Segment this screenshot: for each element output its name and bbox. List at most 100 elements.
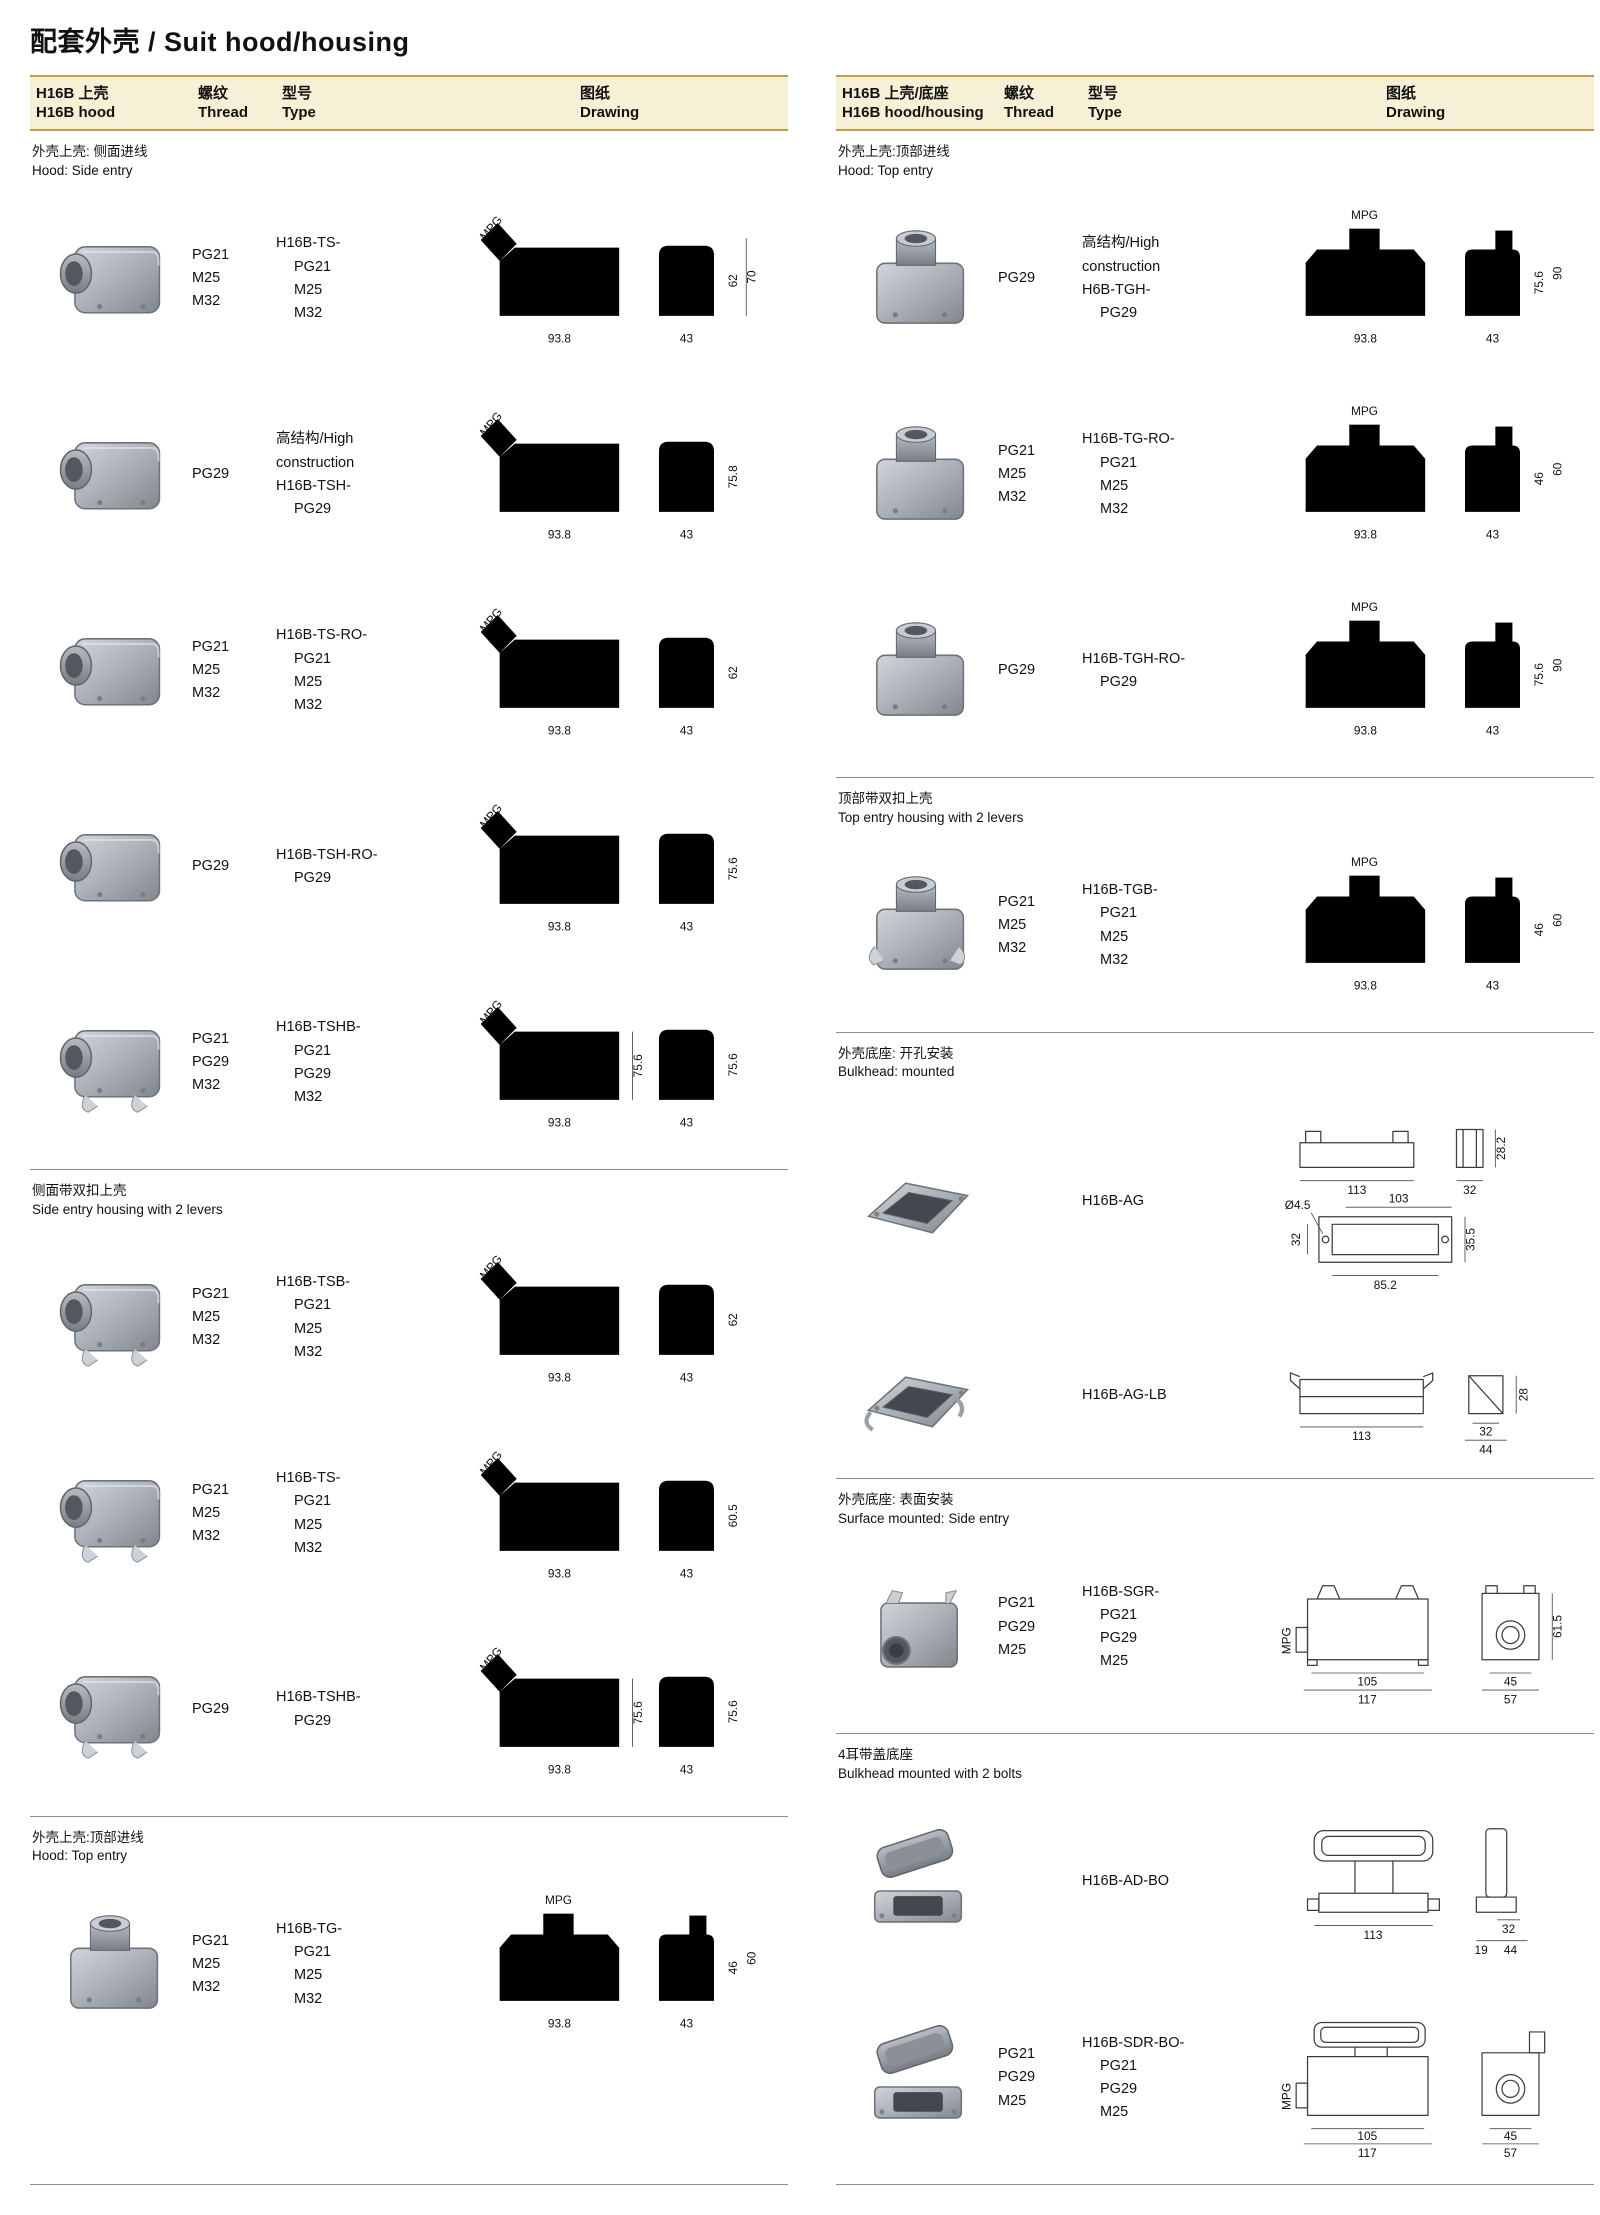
dim-label: 93.8 — [1354, 331, 1377, 345]
dim-label: 43 — [680, 1566, 694, 1580]
section-side-entry-levers: 侧面带双扣上壳 Side entry housing with 2 levers… — [30, 1168, 788, 1816]
type-value: M25 — [294, 1516, 323, 1533]
dim-label: 43 — [680, 331, 694, 345]
section-hood-top-entry: 外壳上壳:顶部进线 Hood: Top entry PG29 高结构/High … — [836, 131, 1594, 777]
type-value: M32 — [1100, 951, 1129, 968]
type-value: H16B-SGR- — [1082, 1583, 1160, 1600]
product-photo-top-hood-levers — [850, 866, 984, 985]
photo-cell — [30, 220, 192, 339]
technical-drawing-top-hood: MPG 93.8 43 75.6 90 — [1262, 600, 1565, 737]
dim-label: 70 — [745, 270, 759, 284]
thread-value: M25 — [998, 2092, 1027, 2109]
thread-value: PG29 — [998, 270, 1036, 287]
thread-value: PG29 — [192, 1700, 230, 1717]
dim-label: 32 — [1289, 1233, 1303, 1246]
type-value: H16B-AG — [1082, 1192, 1145, 1209]
dim-label: 113 — [1364, 1928, 1383, 1942]
dim-label: 93.8 — [548, 723, 571, 737]
technical-drawing-cover-base-entry: MPG 105 117 45 57 — [1279, 2022, 1546, 2161]
dim-label: 32 — [1479, 1424, 1492, 1438]
product-photo-side-hood — [44, 416, 178, 535]
type-value: M32 — [294, 1539, 323, 1556]
type-cell: H16B-AD-BO — [1082, 1870, 1262, 1893]
dim-label: 105 — [1357, 1674, 1377, 1688]
type-cell: 高结构/High construction H16B-TSH- PG29 — [276, 428, 456, 521]
dim-label: 90 — [1551, 658, 1565, 672]
technical-drawing-side-hood: MPG 93.8 43 75.6 75.6 — [477, 997, 740, 1129]
thread-value: PG29 — [192, 1054, 230, 1071]
dim-label: MPG — [1279, 2083, 1293, 2110]
thread-value: PG29 — [998, 2069, 1036, 2086]
section-title: 顶部带双扣上壳 Top entry housing with 2 levers — [838, 790, 1024, 825]
dim-label: 19 — [1475, 1943, 1489, 1957]
thread-cell: PG21 PG29 M25 — [998, 1592, 1082, 1662]
dim-label: Ø4.5 — [1285, 1198, 1311, 1212]
type-value: H16B-TG-RO- — [1082, 431, 1175, 448]
section-title: 外壳底座: 表面安装 Surface mounted: Side entry — [838, 1492, 1010, 1527]
section-bulkhead-mounted: 外壳底座: 开孔安装 Bulkhead: mounted H16B-AG — [836, 1031, 1594, 1479]
type-cell: H16B-TG- PG21 M25 M32 — [276, 1918, 456, 2011]
thread-value: PG21 — [192, 1285, 230, 1302]
thread-value: M32 — [998, 940, 1027, 957]
technical-drawing-top-hood: MPG 93.8 43 46 60 — [1262, 404, 1565, 541]
dim-label: 60.5 — [726, 1504, 740, 1527]
type-cell: H16B-TS-RO- PG21 M25 M32 — [276, 624, 456, 717]
thread-value: PG21 — [192, 639, 230, 655]
technical-drawing-bulkhead-levers: 113 32 44 28 — [1289, 1371, 1531, 1456]
technical-drawing-side-hood: MPG 93.8 43 60.5 — [477, 1448, 740, 1580]
type-value: M25 — [1100, 1653, 1129, 1670]
thread-value: PG29 — [998, 662, 1036, 679]
type-value: M25 — [294, 1320, 323, 1337]
product-row: PG29 高结构/High construction H16B-TSH- PG2… — [30, 377, 788, 573]
photo-cell — [30, 1004, 192, 1123]
product-row: PG21 M25 M32 H16B-TG-RO- PG21 M25 M32 MP… — [836, 377, 1594, 573]
drawing-cell: MPG 93.8 43 62 — [456, 596, 788, 746]
type-value: M32 — [294, 304, 323, 321]
dim-label: 75.6 — [631, 1700, 645, 1723]
dim-label: 93.8 — [548, 1762, 571, 1776]
dim-label: 75.6 — [1532, 271, 1546, 294]
thread-value: M32 — [192, 1332, 221, 1349]
section-title: 外壳上壳: 侧面进线 Hood: Side entry — [32, 144, 148, 178]
dim-label: 93.8 — [1354, 978, 1377, 992]
type-value: M32 — [294, 1343, 323, 1360]
dim-label: MPG — [1351, 855, 1378, 869]
section-surface-mounted: 外壳底座: 表面安装 Surface mounted: Side entry P… — [836, 1478, 1594, 1733]
technical-drawing-side-hood: MPG 93.8 43 75.8 — [477, 409, 740, 541]
dim-label: MPG — [1351, 208, 1378, 222]
type-cell: H16B-TSHB- PG21 PG29 M32 — [276, 1016, 456, 1109]
drawing-cell: MPG 93.8 43 75.6 90 — [1262, 596, 1594, 746]
drawing-cell: MPG 93.8 43 46 60 — [1262, 400, 1594, 550]
type-value: PG21 — [294, 1493, 332, 1510]
thread-value: PG21 — [998, 1595, 1036, 1612]
dim-label: MPG — [1351, 600, 1378, 614]
dim-label: 75.6 — [726, 1700, 740, 1723]
dim-label: 60 — [1551, 913, 1565, 927]
dim-label: MPG — [1351, 404, 1378, 418]
dim-label: 43 — [680, 2017, 694, 2031]
thread-value: M25 — [192, 270, 221, 287]
type-value: H16B-TS-RO- — [276, 627, 368, 644]
dim-label: 93.8 — [1354, 723, 1377, 737]
type-value: PG29 — [294, 1065, 332, 1082]
technical-drawing-top-hood: MPG 93.8 43 75.6 90 — [1262, 208, 1565, 345]
type-value: PG21 — [1100, 905, 1138, 922]
drawing-cell: 113 32 44 28 — [1262, 1334, 1594, 1457]
product-row: H16B-AG-LB — [836, 1320, 1594, 1470]
thread-value: M32 — [192, 1528, 221, 1545]
product-photo-top-hood — [850, 416, 984, 535]
section-title: 外壳上壳:顶部进线 Hood: Top entry — [32, 1829, 144, 1864]
thread-cell: PG21 M25 M32 — [192, 1930, 276, 2000]
type-value: M25 — [294, 281, 323, 298]
product-row: PG21 M25 M32 H16B-TS-RO- PG21 M25 M32 MP… — [30, 573, 788, 769]
type-value: H16B-AD-BO — [1082, 1873, 1170, 1890]
product-photo-top-hood — [44, 1905, 178, 2024]
technical-drawing-side-hood: MPG 93.8 43 62 — [477, 1252, 740, 1384]
dim-label: 113 — [1347, 1183, 1366, 1197]
product-row: H16B-AD-BO — [836, 1784, 1594, 1980]
thread-cell: PG29 — [192, 855, 276, 878]
